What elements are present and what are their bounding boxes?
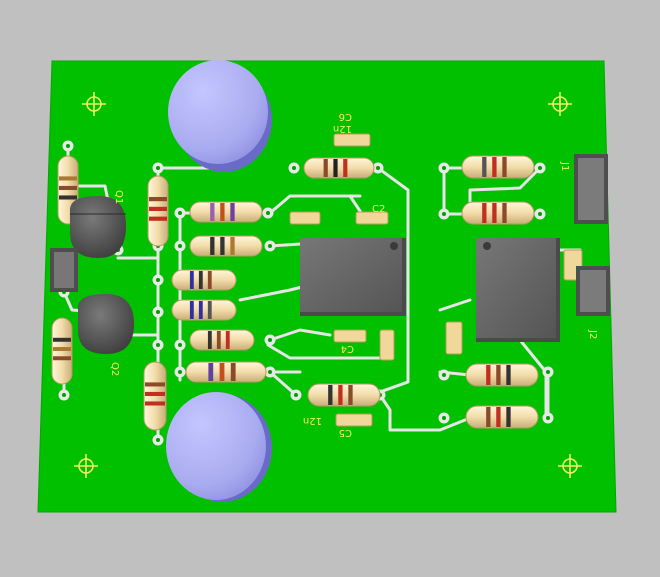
solder-pad [534,208,546,220]
ic-right [476,238,560,342]
solder-pad [264,366,276,378]
solder-pad [174,339,186,351]
label-q2: Q2 [109,362,120,376]
resistor [51,317,73,385]
resistor [143,361,167,431]
label-c6-value: 12n [333,123,352,134]
solder-pad [264,240,276,252]
solder-pad [174,207,186,219]
resistor [147,175,169,247]
horizontal-resistors [171,155,539,429]
ceramic-capacitors [289,133,583,427]
solder-pad [152,162,164,174]
resistor [303,157,375,179]
solder-pad [152,306,164,318]
resistor [461,155,535,179]
mounting-hole-top-right [548,92,572,116]
label-c5: C5 [339,427,352,438]
mounting-hole-bottom-left [74,454,98,478]
mounting-holes [74,92,582,478]
solder-pad [438,412,450,424]
connector-j2 [576,266,610,316]
resistor [171,299,237,321]
label-q1: Q1 [113,190,124,204]
resistor [465,405,539,429]
label-c2: C2 [372,204,385,215]
electrolytic-capacitor-bottom [166,392,272,502]
resistor [461,201,535,225]
solder-pad [262,207,274,219]
resistor [189,201,263,223]
label-c6: C6 [339,111,352,122]
solder-pad [438,369,450,381]
resistor [189,235,263,257]
resistor [171,269,237,291]
solder-pad [534,162,546,174]
solder-pad [58,389,70,401]
solder-pad [290,389,302,401]
ic-left [300,238,406,316]
resistor [465,363,539,387]
label-j1: J1 [559,161,570,171]
solder-pad [264,334,276,346]
solder-pad [542,366,554,378]
resistor [307,383,381,407]
solder-pad [152,434,164,446]
connector-j1 [574,154,608,224]
mounting-hole-bottom-right [558,454,582,478]
resistor [185,361,267,383]
solder-pad [174,366,186,378]
solder-pad [174,240,186,252]
solder-pad [152,339,164,351]
left-connector-upper [50,248,78,292]
solder-pad [438,162,450,174]
mounting-hole-top-left [82,92,106,116]
label-c5-value: 12n [303,415,322,426]
solder-pad [438,208,450,220]
transistor-q1 [70,196,126,258]
solder-pad [542,412,554,424]
resistor [189,329,255,351]
solder-pad [372,162,384,174]
label-j2: J2 [587,329,598,339]
solder-pad [152,274,164,286]
electrolytic-capacitor-top [168,60,272,172]
solder-pad [288,162,300,174]
solder-pad [62,140,74,152]
label-c4: C4 [341,343,354,354]
transistor-q2 [78,294,134,354]
